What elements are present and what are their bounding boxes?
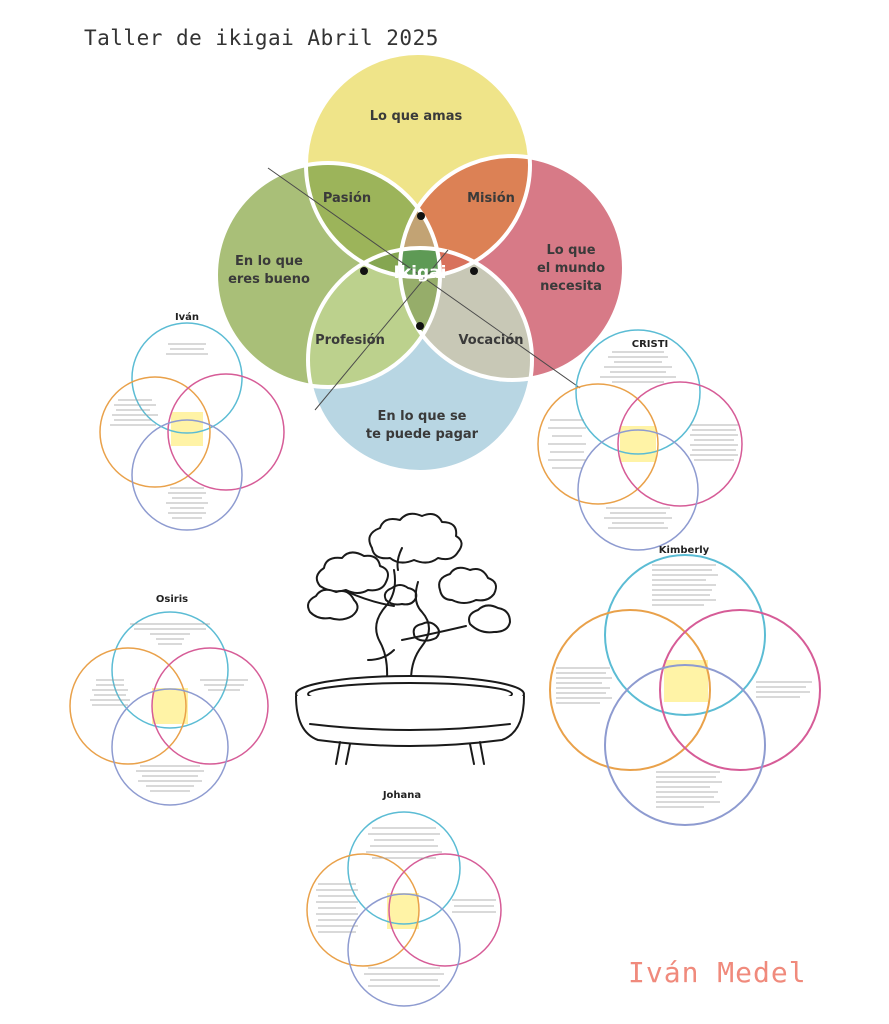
- label-lo-que-amas: Lo que amas: [370, 109, 463, 124]
- dot-left: [360, 267, 368, 275]
- osiris-name: Osiris: [156, 594, 188, 605]
- kimberly-ikigai-diagram: Kimberly: [549, 545, 821, 826]
- label-mision: Misión: [467, 191, 515, 206]
- cristi-notes: [548, 351, 738, 529]
- dot-bottom: [416, 322, 424, 330]
- main-ikigai-diagram: Lo que amas Pasión Misión En lo que eres…: [214, 51, 626, 474]
- label-te-pueden-pagar-1: En lo que se: [377, 409, 466, 424]
- cristi-name: CRISTI: [632, 339, 669, 350]
- bonsai-illustration: [295, 512, 525, 765]
- osiris-notes: [90, 623, 248, 792]
- kimberly-name: Kimberly: [659, 545, 710, 556]
- johana-notes: [316, 827, 496, 987]
- author-signature: Iván Medel: [628, 956, 807, 989]
- johana-ikigai-diagram: Johana: [306, 790, 502, 1007]
- label-eres-bueno-1: En lo que: [235, 254, 303, 269]
- label-pasion: Pasión: [323, 191, 371, 206]
- label-ikigai: Ikigai: [394, 263, 447, 283]
- label-mundo-necesita-2: el mundo: [537, 261, 605, 276]
- dot-top: [417, 212, 425, 220]
- label-mundo-necesita-1: Lo que: [546, 243, 595, 258]
- ivan-notes: [110, 343, 208, 519]
- ivan-name: Iván: [175, 311, 199, 323]
- kimberly-notes: [556, 564, 812, 808]
- label-vocacion: Vocación: [458, 333, 523, 348]
- ivan-ikigai-diagram: Iván: [99, 311, 285, 531]
- label-mundo-necesita-3: necesita: [540, 279, 602, 294]
- label-te-pueden-pagar-2: te puede pagar: [366, 427, 479, 442]
- johana-name: Johana: [382, 790, 421, 801]
- label-profesion: Profesión: [315, 333, 385, 348]
- dot-right: [470, 267, 478, 275]
- cristi-ikigai-diagram: CRISTI: [537, 329, 743, 551]
- osiris-ikigai-diagram: Osiris: [69, 594, 269, 806]
- page-title: Taller de ikigai Abril 2025: [84, 26, 439, 50]
- label-eres-bueno-2: eres bueno: [228, 272, 310, 287]
